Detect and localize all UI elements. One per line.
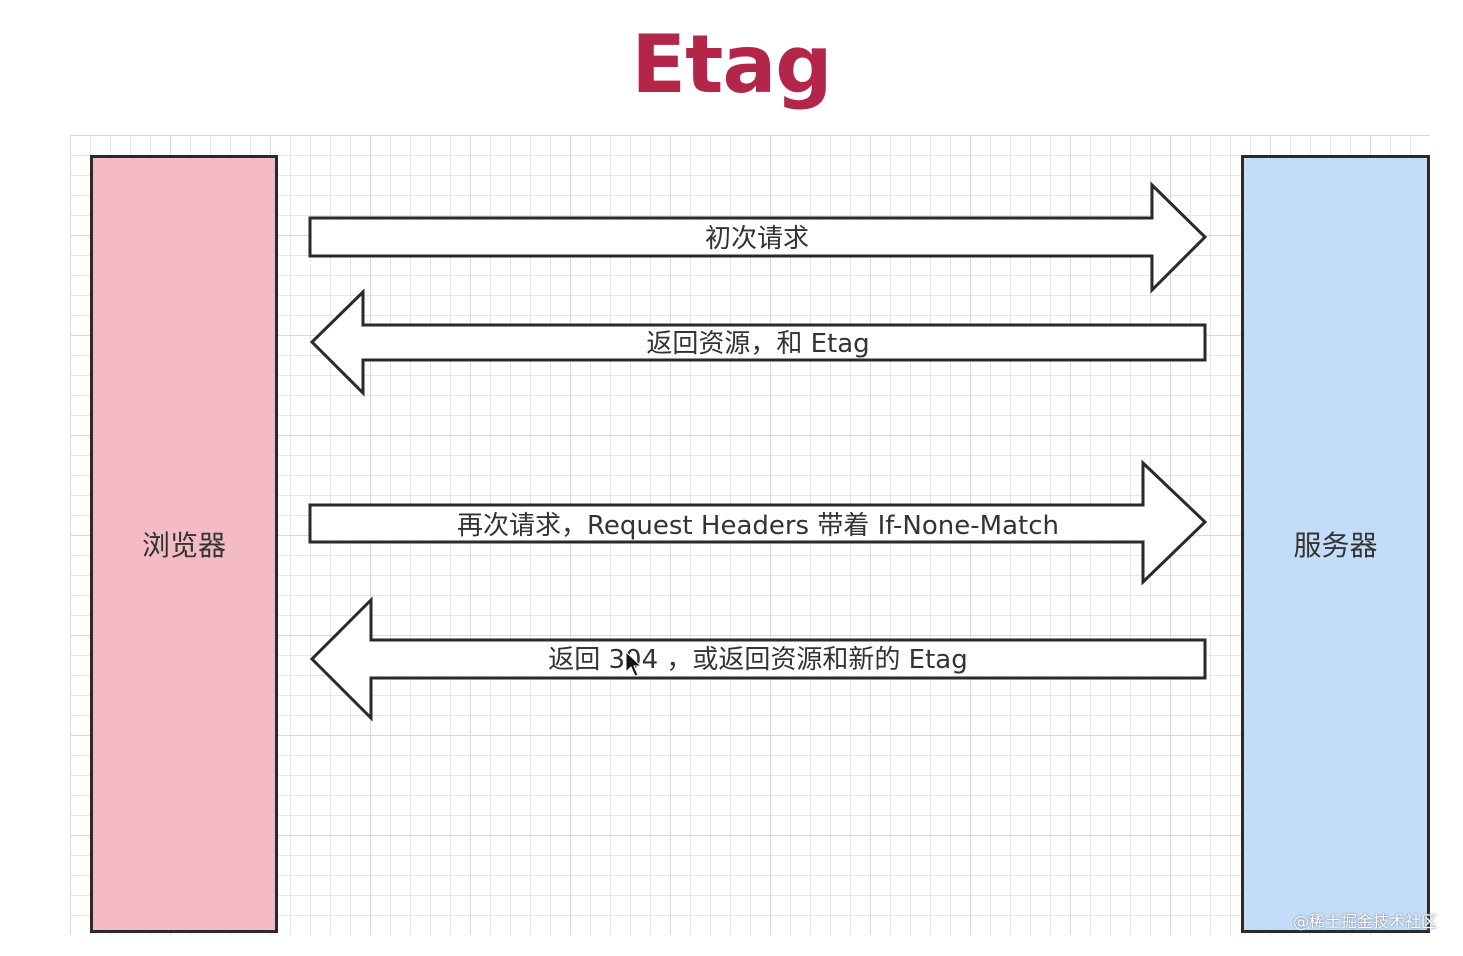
arrow-label-return-304: 返回 304 ，或返回资源和新的 Etag bbox=[548, 645, 967, 675]
server-node: 服务器 bbox=[1241, 155, 1430, 933]
arrow-label-return-resource-etag: 返回资源，和 Etag bbox=[646, 329, 869, 359]
server-label: 服务器 bbox=[1293, 529, 1378, 562]
browser-node: 浏览器 bbox=[90, 155, 278, 933]
watermark: @稀土掘金技术社区 bbox=[1292, 912, 1437, 931]
arrow-label-initial-request: 初次请求 bbox=[705, 224, 809, 254]
arrow-label-repeat-request: 再次请求，Request Headers 带着 If-None-Match bbox=[457, 511, 1059, 541]
mouse-cursor-icon bbox=[625, 650, 643, 677]
browser-label: 浏览器 bbox=[141, 529, 226, 562]
arrow-initial-request: 初次请求 bbox=[308, 181, 1208, 294]
arrow-return-304: 返回 304 ，或返回资源和新的 Etag bbox=[309, 596, 1207, 722]
diagram-title: Etag bbox=[631, 18, 832, 111]
arrow-repeat-request: 再次请求，Request Headers 带着 If-None-Match bbox=[308, 459, 1208, 586]
arrow-return-resource-etag: 返回资源，和 Etag bbox=[309, 288, 1207, 397]
